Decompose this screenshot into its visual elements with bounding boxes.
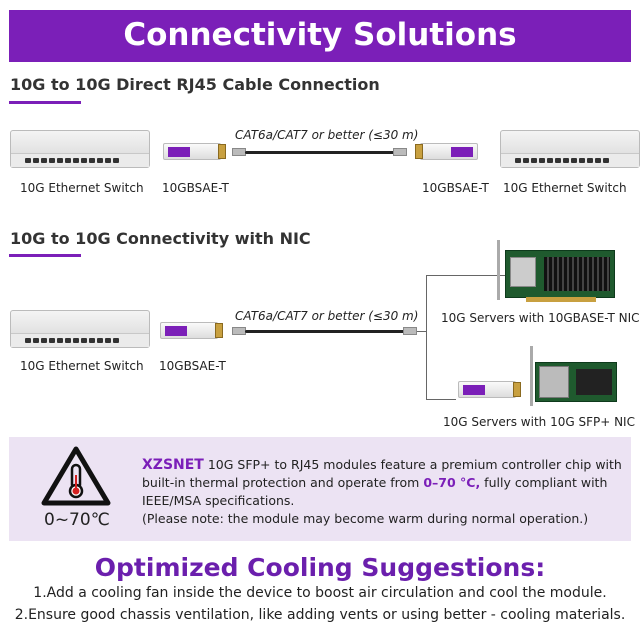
right-switch-image: [500, 130, 640, 168]
switch-port: [547, 158, 553, 163]
cable-image: [245, 330, 405, 333]
server1-label: 10G Servers with 10GBASE-T NIC: [441, 311, 640, 325]
switch-port: [81, 338, 87, 343]
sfp-nic-image: [535, 362, 617, 402]
cooling-title: Optimized Cooling Suggestions:: [94, 553, 546, 582]
cable-plug: [403, 327, 417, 335]
switch-port: [539, 158, 545, 163]
switch-port: [89, 158, 95, 163]
brand-name: XZSNET: [142, 457, 204, 473]
switch-port: [523, 158, 529, 163]
switch-port: [49, 158, 55, 163]
switch-port: [563, 158, 569, 163]
switch-port: [41, 158, 47, 163]
switch-image: [10, 310, 150, 348]
rj45-nic-image: [505, 250, 615, 302]
right-module-image: [415, 143, 478, 160]
switch-port: [89, 338, 95, 343]
switch-port: [97, 338, 103, 343]
right-module-label: 10GBSAE-T: [422, 181, 489, 195]
switch-port: [555, 158, 561, 163]
switch-port: [65, 338, 71, 343]
thermometer-warning-icon: [41, 446, 111, 506]
description-text: fully compliant with IEEE/MSA specificat…: [142, 475, 608, 508]
switch-port: [41, 338, 47, 343]
switch-port: [57, 158, 63, 163]
temperature-range: 0~70℃: [44, 510, 110, 530]
sfp-module-image: [458, 381, 521, 398]
switch-port: [571, 158, 577, 163]
switch-label: 10G Ethernet Switch: [20, 359, 144, 373]
switch-port: [73, 338, 79, 343]
branch-line: [417, 331, 427, 332]
cable-plug: [393, 148, 407, 156]
section1-underline: [9, 101, 81, 104]
thermal-info-box: [9, 437, 631, 541]
switch-port: [81, 158, 87, 163]
switch-port: [65, 158, 71, 163]
module-image: [160, 322, 223, 339]
nic-bracket: [497, 240, 500, 300]
switch-port: [603, 158, 609, 163]
thermal-note: (Please note: the module may become warm…: [142, 511, 589, 526]
module-label: 10GBSAE-T: [159, 359, 226, 373]
switch-port: [531, 158, 537, 163]
left-module-label: 10GBSAE-T: [162, 181, 229, 195]
title-banner: Connectivity Solutions: [9, 10, 631, 62]
left-switch-label: 10G Ethernet Switch: [20, 181, 144, 195]
switch-port: [33, 158, 39, 163]
description-text: 10G SFP+ to RJ45 modules feature a premi…: [142, 457, 622, 490]
nic-bracket: [530, 346, 533, 406]
branch-line: [426, 275, 506, 276]
switch-port: [595, 158, 601, 163]
branch-line: [426, 275, 427, 400]
section1-cable-label: CAT6a/CAT7 or better (≤30 m): [235, 128, 419, 142]
switch-port: [25, 158, 31, 163]
switch-port: [515, 158, 521, 163]
thermal-description: XZSNET 10G SFP+ to RJ45 modules feature …: [142, 456, 622, 510]
switch-port: [49, 338, 55, 343]
cooling-tip: 2.Ensure good chassis ventilation, like …: [14, 607, 626, 623]
section2-heading: 10G to 10G Connectivity with NIC: [10, 229, 311, 248]
switch-port: [25, 338, 31, 343]
switch-port: [113, 158, 119, 163]
switch-port: [33, 338, 39, 343]
switch-port: [587, 158, 593, 163]
cooling-tip: 1.Add a cooling fan inside the device to…: [33, 585, 607, 601]
switch-port: [97, 158, 103, 163]
left-module-image: [163, 143, 226, 160]
switch-port: [73, 158, 79, 163]
temperature-highlight: 0–70 °C,: [423, 475, 481, 490]
switch-port: [113, 338, 119, 343]
right-switch-label: 10G Ethernet Switch: [503, 181, 627, 195]
section2-underline: [9, 254, 81, 257]
switch-port: [579, 158, 585, 163]
cable-image: [245, 151, 395, 154]
switch-port: [57, 338, 63, 343]
branch-line: [426, 399, 456, 400]
switch-port: [105, 158, 111, 163]
left-switch-image: [10, 130, 150, 168]
section2-cable-label: CAT6a/CAT7 or better (≤30 m): [235, 309, 419, 323]
cable-plug: [232, 148, 246, 156]
server2-label: 10G Servers with 10G SFP+ NIC: [443, 415, 635, 429]
section1-heading: 10G to 10G Direct RJ45 Cable Connection: [10, 75, 380, 94]
switch-port: [105, 338, 111, 343]
cable-plug: [232, 327, 246, 335]
